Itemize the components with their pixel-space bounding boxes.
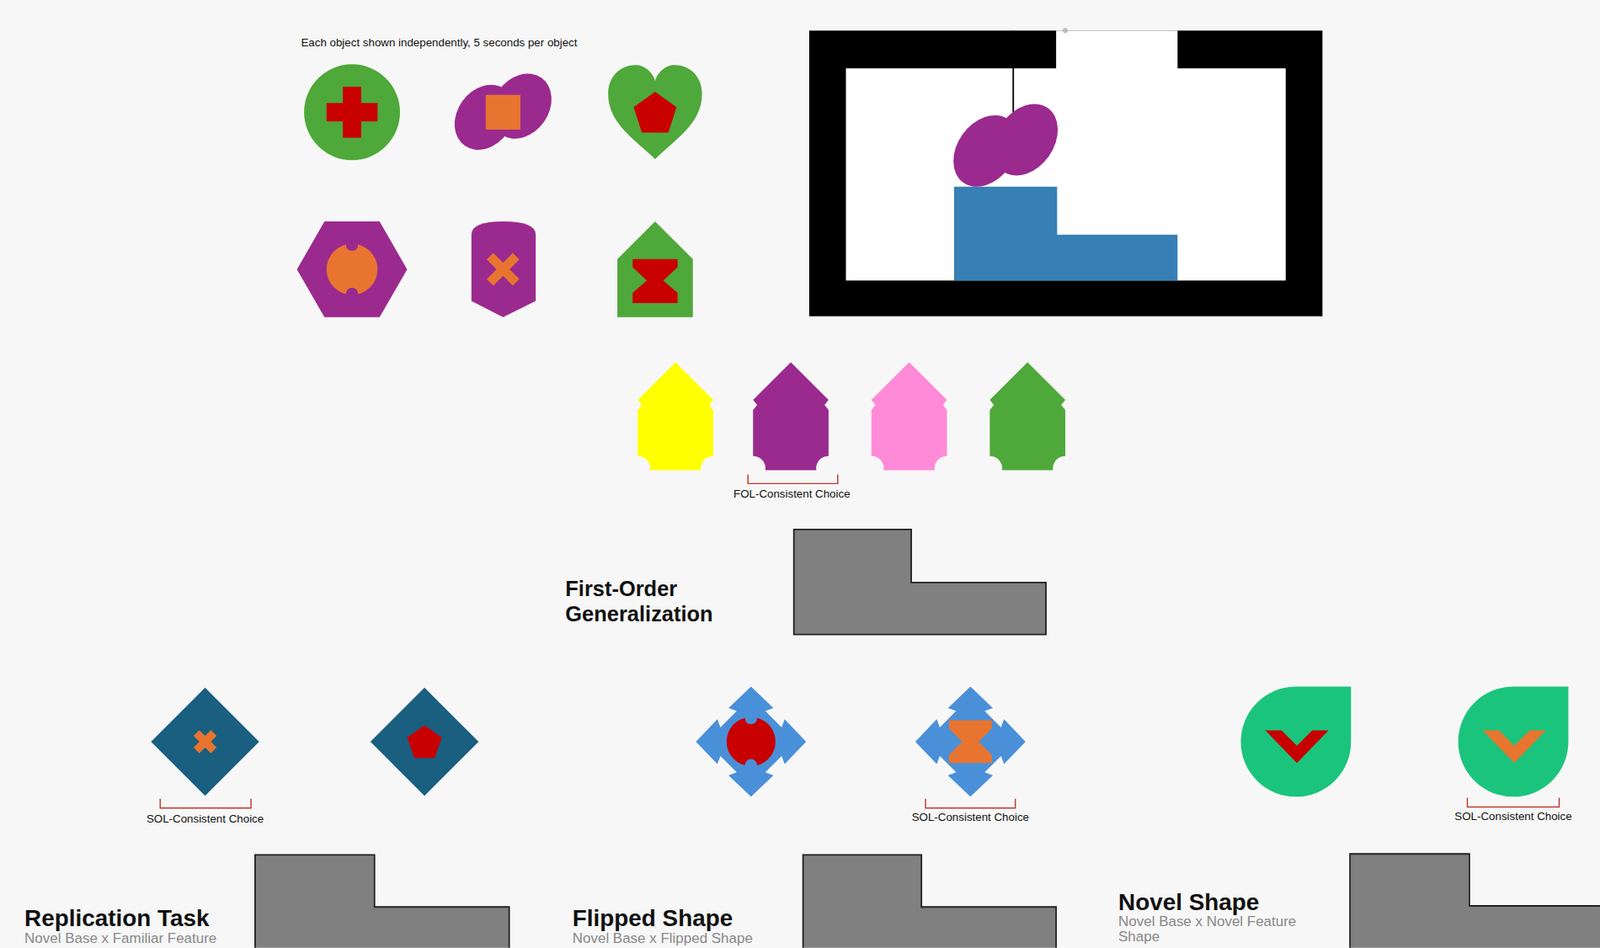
orange-notched-circle <box>326 244 379 296</box>
notch <box>745 759 758 773</box>
orange-x <box>193 730 217 753</box>
choice-label: SOL-Consistent Choice <box>1454 809 1572 824</box>
orange-hourglass <box>949 720 992 763</box>
yellow-choice <box>637 362 714 470</box>
gray-base <box>1349 853 1600 948</box>
blue-diamond <box>150 688 259 796</box>
red-cross <box>342 86 362 139</box>
green-house <box>617 221 694 318</box>
purple-blob <box>479 62 565 151</box>
pink-choice <box>871 362 948 470</box>
choice-label: SOL-Consistent Choice <box>146 810 264 826</box>
green-teardrop <box>1240 686 1351 797</box>
condition-subtitle: Novel Base x Familiar Feature <box>24 929 217 946</box>
bracket <box>925 799 1016 809</box>
condition-subtitle: Novel Base x Flipped Shape <box>572 929 753 946</box>
choice-label: SOL-Consistent Choice <box>912 810 1030 825</box>
condition-title: Novel Shape <box>1118 888 1259 916</box>
gray-base <box>255 854 510 948</box>
bracket <box>160 799 251 809</box>
blue-star-shape <box>915 686 1026 797</box>
blue-star <box>915 686 1026 797</box>
string <box>1012 30 1014 112</box>
orange-chevron <box>1482 730 1547 764</box>
purple-choice <box>752 362 829 470</box>
condition-title: Replication Task <box>24 905 209 933</box>
orange-x <box>193 730 217 753</box>
red-chevron <box>1265 730 1329 764</box>
gray-base <box>794 529 1046 635</box>
instruction-note: Each object shown independently, 5 secon… <box>300 34 577 49</box>
notch <box>346 239 359 252</box>
green-choice <box>989 362 1066 470</box>
choice-shape <box>637 362 714 470</box>
bracket <box>1466 798 1559 808</box>
condition-title: First-Order Generalization <box>565 575 744 627</box>
condition-title: Flipped Shape <box>572 905 733 933</box>
apparatus-frame <box>809 30 1323 316</box>
choice-label: FOL-Consistent Choice <box>733 486 851 502</box>
blue-star-shape <box>695 686 806 797</box>
blue-diamond <box>370 688 479 796</box>
orange-x <box>486 253 520 287</box>
blue-star <box>695 686 806 797</box>
purple-shield <box>471 221 536 318</box>
condition-subtitle: Novel Base x Novel Feature Shape <box>1118 914 1323 945</box>
notch <box>346 288 359 301</box>
green-teardrop <box>1458 686 1569 797</box>
red-notched-circle <box>726 717 776 767</box>
red-pentagon <box>406 725 442 759</box>
orange-x <box>486 253 520 287</box>
red-hourglass <box>632 259 678 304</box>
pulley <box>1062 27 1068 33</box>
red-pentagon <box>633 91 677 133</box>
green-heart <box>608 64 702 160</box>
choice-shape <box>752 362 829 470</box>
choice-shape <box>989 362 1066 470</box>
bracket <box>747 474 838 484</box>
apparatus-interior <box>846 68 1286 281</box>
apparatus-opening <box>1056 30 1178 71</box>
purple-blob <box>980 91 1072 188</box>
notch <box>745 712 758 726</box>
orange-square <box>485 95 521 130</box>
gray-base <box>803 854 1057 948</box>
choice-shape <box>871 362 948 470</box>
green-circle <box>304 64 400 160</box>
blue-base <box>954 186 1178 281</box>
purple-hexagon <box>297 221 408 318</box>
